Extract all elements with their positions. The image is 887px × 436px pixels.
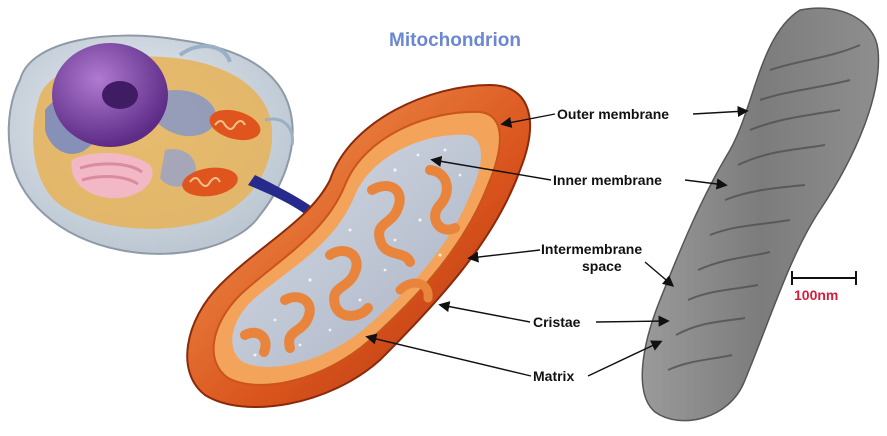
diagram-title: Mitochondrion [355, 30, 555, 52]
cell-illustration [9, 36, 293, 254]
label-intermembrane-space-line1: Intermembrane [541, 241, 642, 257]
scale-bar [792, 271, 856, 285]
label-inner-membrane: Inner membrane [553, 172, 662, 188]
electron-micrograph [642, 8, 878, 421]
label-cristae: Cristae [533, 314, 580, 330]
scale-bar-label: 100nm [794, 287, 838, 303]
label-outer-membrane: Outer membrane [557, 106, 669, 122]
label-matrix: Matrix [533, 368, 574, 384]
label-intermembrane-space-line2: space [582, 258, 622, 274]
